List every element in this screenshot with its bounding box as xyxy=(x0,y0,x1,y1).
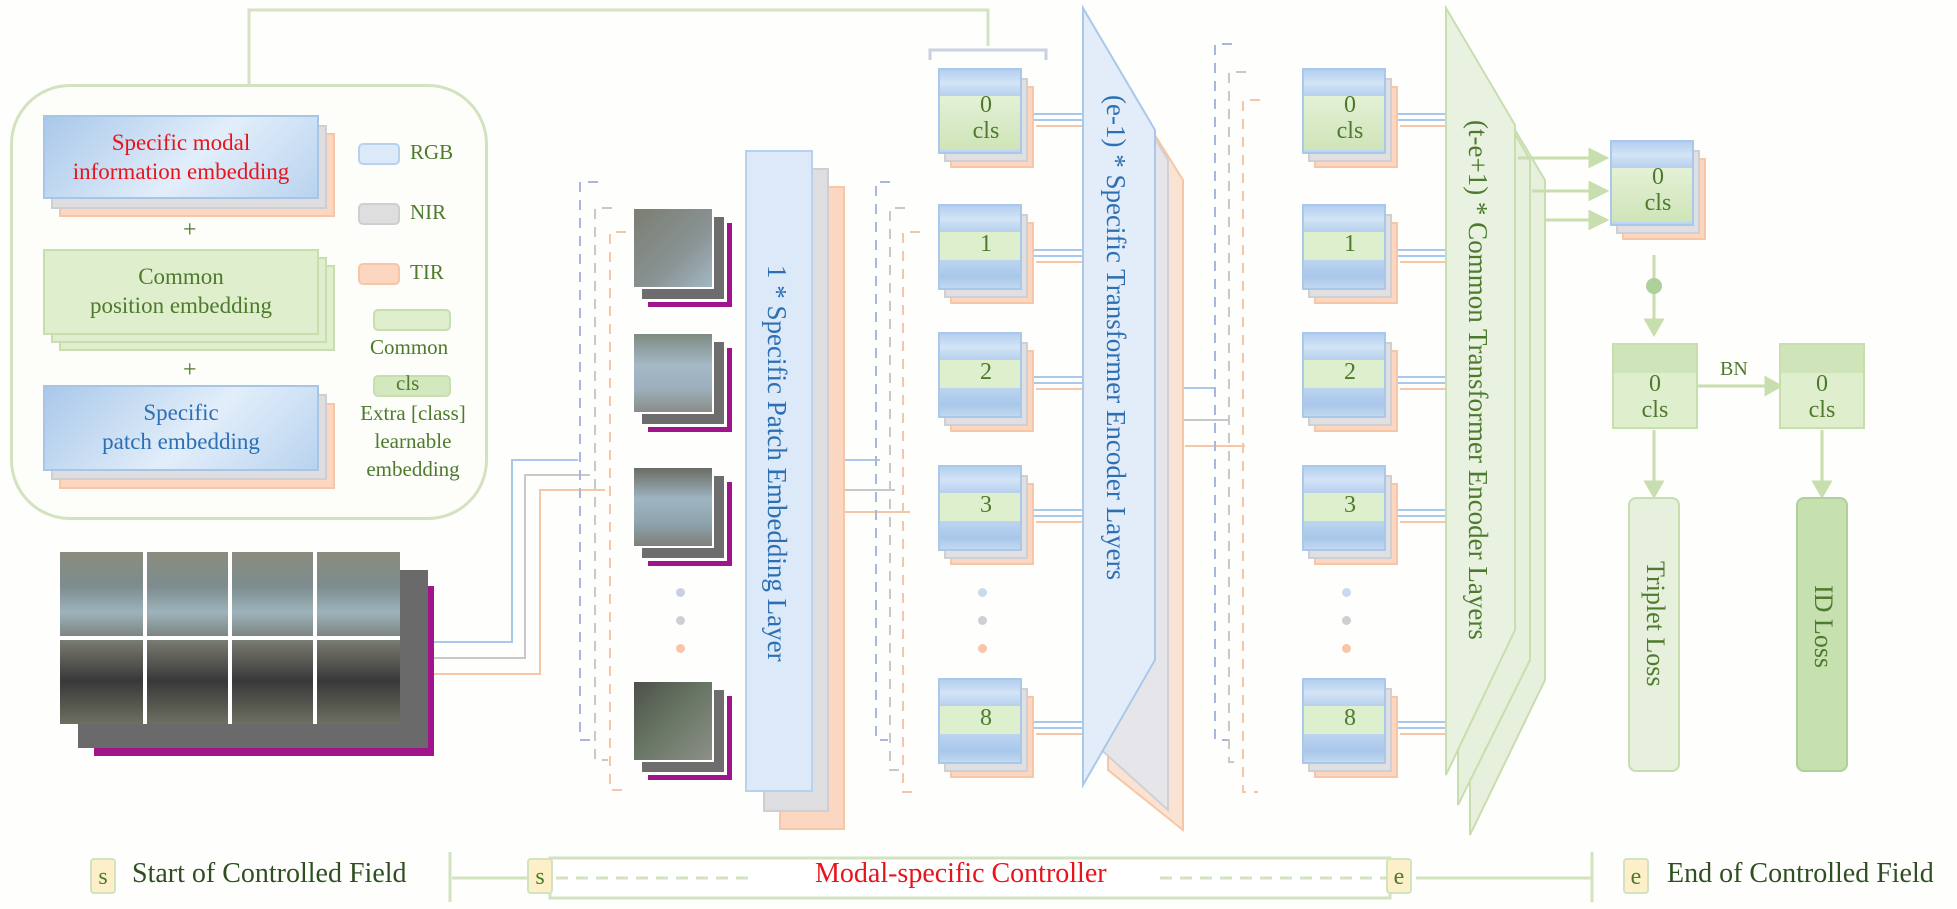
patch-embedding: Specific patch embedding xyxy=(43,385,335,489)
patch-embedding-label: Specific patch embedding xyxy=(102,400,260,454)
bn-cls-token: 0 cls xyxy=(1779,343,1865,429)
token-0-cls: 0 cls xyxy=(938,68,1034,168)
input-image xyxy=(60,552,440,762)
common-swatch xyxy=(373,309,451,331)
modal-info-label: Specific modal information embedding xyxy=(72,130,290,184)
dashed-bracket-tir xyxy=(609,231,626,791)
end-label: End of Controlled Field xyxy=(1667,858,1934,889)
start-badge: s xyxy=(90,858,116,894)
dashed-bracket-rgb xyxy=(579,181,598,741)
token-1: 1 xyxy=(938,204,1034,304)
top-bracket-line xyxy=(928,48,1048,60)
token-2: 2 xyxy=(938,332,1034,432)
token-lines-col2 xyxy=(1390,113,1445,735)
patch-embedding-layer-label: 1 * Specific Patch Embedding Layer xyxy=(762,265,792,662)
common-encoder-front xyxy=(1445,4,1516,776)
id-loss-label: ID Loss xyxy=(1809,585,1838,669)
dashed-bracket-nir xyxy=(594,207,612,761)
tir-line xyxy=(430,489,605,675)
nir-swatch xyxy=(358,203,400,225)
token-8: 8 xyxy=(1302,678,1398,778)
common-label: Common xyxy=(370,335,449,359)
top-connector-line xyxy=(247,8,990,86)
ellipsis-dots xyxy=(978,588,987,672)
triplet-loss-box: Triplet Loss xyxy=(1628,497,1680,772)
ellipsis-dots xyxy=(676,588,685,672)
patch-thumbnail xyxy=(632,207,732,307)
feature-cls-token: 0 cls xyxy=(1612,343,1698,429)
controller-end-badge: e xyxy=(1386,858,1412,894)
patch-grid xyxy=(60,552,400,724)
modal-info-embedding: Specific modal information embedding xyxy=(43,115,335,217)
plus-sign: + xyxy=(183,357,197,383)
patch-thumbnail xyxy=(632,466,732,566)
tir-label: TIR xyxy=(410,260,444,284)
patch-embedding-layer: 1 * Specific Patch Embedding Layer xyxy=(745,150,845,830)
cls-label: cls xyxy=(396,371,420,395)
tir-swatch xyxy=(358,263,400,285)
end-badge: e xyxy=(1623,858,1649,894)
dashed-bracket-nir-3 xyxy=(1228,71,1246,763)
token-3: 3 xyxy=(938,465,1034,565)
id-loss-box: ID Loss xyxy=(1796,497,1848,772)
rgb-label: RGB xyxy=(410,140,454,164)
controller-label: Modal-specific Controller xyxy=(815,858,1107,889)
rgb-swatch xyxy=(358,143,400,165)
specific-encoder-front xyxy=(1082,4,1156,789)
dashed-bracket-tir-3 xyxy=(1242,99,1260,793)
token-3: 3 xyxy=(1302,465,1398,565)
dashed-bracket-rgb-3 xyxy=(1214,43,1232,741)
token-2: 2 xyxy=(1302,332,1398,432)
head-arrows xyxy=(1518,147,1833,500)
position-embedding-label: Common position embedding xyxy=(89,264,273,318)
controller-start-badge: s xyxy=(527,858,553,894)
common-encoder-label: (t-e+1) * Common Transformer Encoder Lay… xyxy=(1463,120,1493,640)
embedding-legend-panel: Specific modal information embedding + C… xyxy=(10,84,488,520)
nir-label: NIR xyxy=(410,200,447,224)
start-label: Start of Controlled Field xyxy=(132,858,407,889)
bn-label: BN xyxy=(1720,358,1748,380)
token-0-cls: 0 cls xyxy=(1302,68,1398,168)
specific-encoder-label: (e-1) * Specific Transformer Encoder Lay… xyxy=(1101,95,1131,581)
token-lines-col1 xyxy=(1027,113,1082,735)
patch-thumbnail xyxy=(632,680,732,780)
triplet-loss-label: Triplet Loss xyxy=(1641,561,1670,687)
position-embedding: Common position embedding xyxy=(43,249,335,351)
dashed-bracket-tir-2 xyxy=(902,231,920,793)
plus-sign: + xyxy=(183,217,197,243)
nir-line xyxy=(430,474,590,659)
ellipsis-dots xyxy=(1342,588,1351,672)
dashed-bracket-rgb-2 xyxy=(875,181,890,741)
cls-description: Extra [class] learnable embedding xyxy=(360,401,466,481)
rgb-line xyxy=(430,459,578,643)
output-cls-token: 0 cls xyxy=(1610,140,1706,240)
dashed-bracket-nir-2 xyxy=(889,207,905,771)
patch-thumbnail xyxy=(632,332,732,432)
cls-swatch xyxy=(373,375,451,397)
token-1: 1 xyxy=(1302,204,1398,304)
token-8: 8 xyxy=(938,678,1034,778)
